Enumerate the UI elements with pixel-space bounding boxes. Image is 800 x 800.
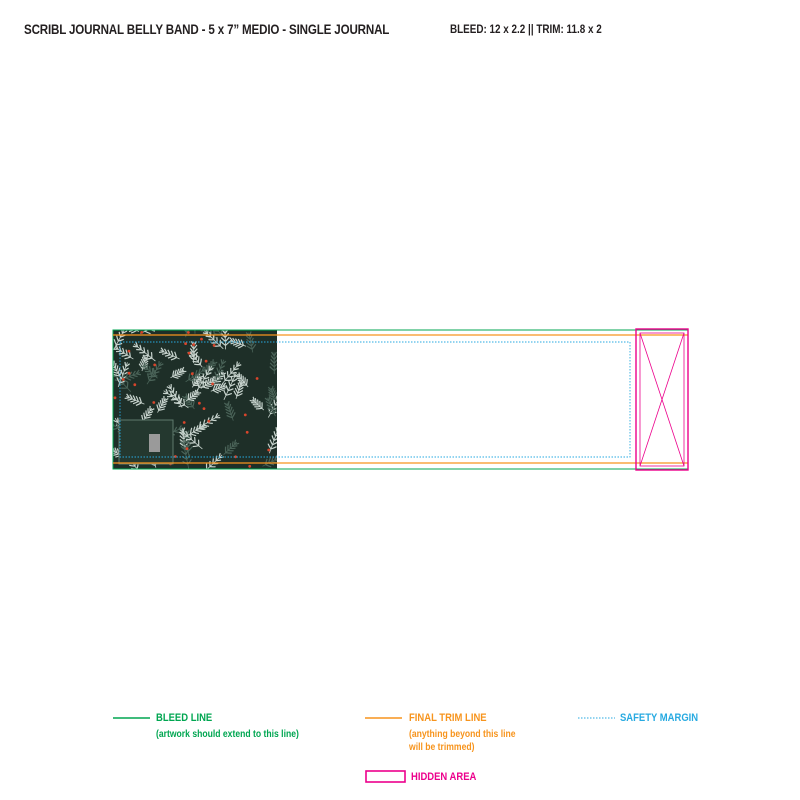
logo-tag xyxy=(118,419,174,465)
berry xyxy=(255,377,259,380)
leaf xyxy=(124,393,145,406)
legend-hidden-label: HIDDEN AREA xyxy=(411,771,477,783)
berry xyxy=(211,382,215,386)
berry xyxy=(267,448,271,452)
berry xyxy=(204,359,208,363)
berry xyxy=(187,351,191,355)
leaf xyxy=(223,401,236,421)
leaf xyxy=(179,428,203,450)
hidden-swatch xyxy=(365,770,406,783)
berry xyxy=(248,464,252,468)
dimension-specs: BLEED: 12 x 2.2 || TRIM: 11.8 x 2 xyxy=(450,24,602,36)
berry xyxy=(152,401,156,404)
berry xyxy=(133,383,137,387)
artwork-panel[interactable] xyxy=(103,305,286,475)
leaf xyxy=(245,331,257,353)
berry xyxy=(153,363,157,367)
leaf xyxy=(223,372,239,400)
legend-bleed-note: (artwork should extend to this line) xyxy=(156,729,299,740)
hidden-area xyxy=(635,328,689,471)
leaf xyxy=(195,413,221,431)
berry xyxy=(140,331,144,334)
leaf xyxy=(196,365,214,392)
berry xyxy=(198,401,201,405)
legend-trim-label: FINAL TRIM LINE xyxy=(409,712,487,724)
safety-margin xyxy=(119,341,631,458)
leaf xyxy=(179,439,192,469)
leaf xyxy=(264,396,277,417)
leaf xyxy=(223,439,240,455)
berry xyxy=(185,447,189,450)
berry xyxy=(187,331,190,334)
berry xyxy=(212,344,216,347)
leaf xyxy=(132,342,156,362)
leaf xyxy=(202,330,224,350)
leaf xyxy=(156,395,169,413)
leaf xyxy=(267,385,277,403)
legend-trim-note-line2: will be trimmed) xyxy=(409,742,475,753)
berry xyxy=(113,396,117,400)
berry xyxy=(200,337,203,341)
leaf xyxy=(170,366,187,379)
leaf xyxy=(185,388,202,402)
berry xyxy=(127,349,131,353)
leaf xyxy=(210,382,228,394)
leaf xyxy=(234,372,249,388)
leaf xyxy=(249,396,265,411)
leaf xyxy=(187,349,203,368)
berry xyxy=(174,455,177,458)
berry xyxy=(207,419,211,423)
leaf xyxy=(140,362,158,379)
berry xyxy=(184,342,188,345)
legend-bleed-label: BLEED LINE xyxy=(156,712,213,724)
berry xyxy=(243,413,247,417)
berry xyxy=(245,430,249,434)
leaf xyxy=(269,351,277,375)
berry xyxy=(190,372,194,376)
leaf xyxy=(185,366,207,383)
leaf xyxy=(267,427,277,454)
legend-trim-note-line1: (anything beyond this line xyxy=(409,729,516,740)
berry xyxy=(202,407,206,410)
leaf xyxy=(162,388,189,409)
berry xyxy=(127,371,131,375)
berry xyxy=(192,343,196,346)
leaf xyxy=(221,361,242,385)
leaf xyxy=(194,309,209,331)
berry xyxy=(234,455,238,459)
leaf xyxy=(113,344,134,360)
berry xyxy=(121,378,125,381)
leaf xyxy=(158,347,180,361)
berry xyxy=(182,421,186,424)
legend-safety-label: SAFETY MARGIN xyxy=(620,712,699,724)
document-title: SCRIBL JOURNAL BELLY BAND - 5 x 7” MEDIO… xyxy=(24,22,390,37)
